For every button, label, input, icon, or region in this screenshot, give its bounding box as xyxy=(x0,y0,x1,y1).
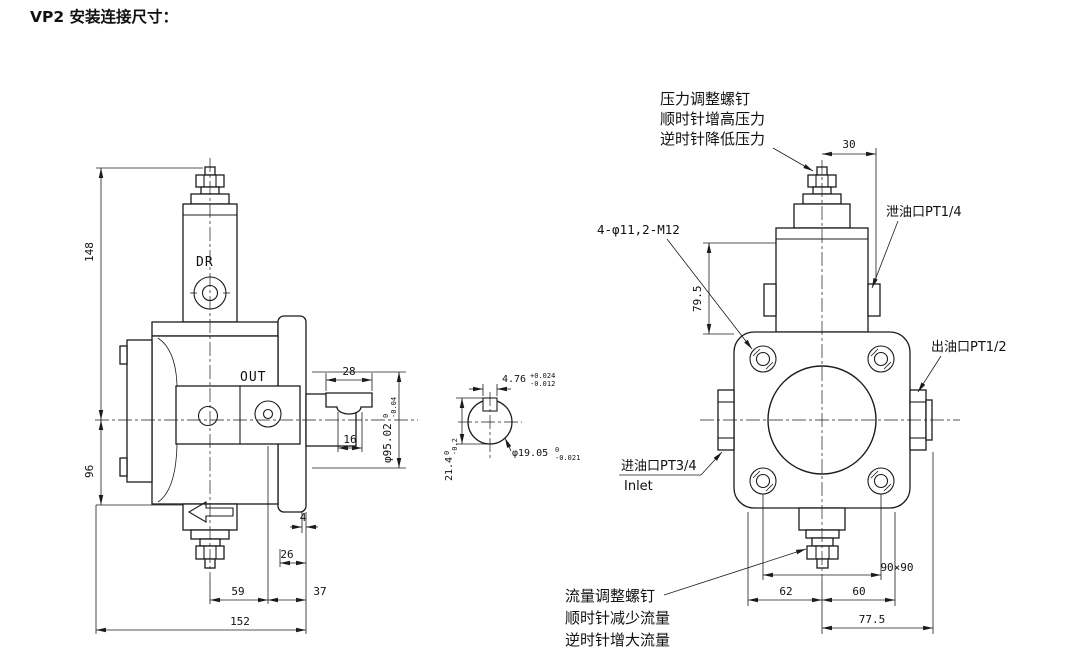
dim-shaft-dia-label: φ19.05 xyxy=(512,448,548,459)
dim-shaft-diameter: φ19.05 0 -0.021 xyxy=(504,437,580,462)
pilot-circle xyxy=(767,365,877,475)
dim-shaft-tol-upper: 0 xyxy=(555,446,559,454)
front-view: 30 79.5 90×90 62 60 77.5 压力 xyxy=(565,90,1007,649)
dim-4: 4 xyxy=(290,511,318,533)
dim-30: 30 xyxy=(822,138,877,282)
dim-key-height-tol-lower: -0.2 xyxy=(451,438,459,455)
dim-96-label: 96 xyxy=(83,465,96,478)
page-title: VP2 安装连接尺寸： xyxy=(30,7,178,26)
dim-59-37-152: 59 37 152 xyxy=(95,446,327,634)
bolt-hole-top-left xyxy=(749,345,777,373)
side-label-dr: DR xyxy=(196,255,214,270)
dim-148-96: 148 96 xyxy=(83,167,203,506)
dim-59-label: 59 xyxy=(231,585,244,598)
dim-77-5-label: 77.5 xyxy=(859,613,886,626)
callout-pressure-screw: 压力调整螺钉 顺时针增高压力 逆时针降低压力 xyxy=(660,90,814,172)
callout-drain-port: 泄油口PT1/4 xyxy=(871,205,962,289)
callout-pressure-line2: 顺时针增高压力 xyxy=(660,110,765,128)
dim-shaft-tol-lower: -0.021 xyxy=(555,454,580,462)
callout-flow-line3: 逆时针增大流量 xyxy=(565,631,670,649)
dim-pilot-diameter: φ95.02 0 -0.04 xyxy=(312,371,406,469)
dim-key-tol-upper: +0.024 xyxy=(530,372,555,380)
shaft-detail: 4.76 +0.024 -0.012 φ19.05 0 -0.021 21.4 … xyxy=(443,372,580,481)
front-view-details xyxy=(718,175,926,559)
callout-inlet-port: 进油口PT3/4 Inlet xyxy=(619,451,723,494)
front-view-body xyxy=(717,166,933,569)
side-view-body xyxy=(119,166,373,569)
dim-62-60-77-5: 62 60 77.5 xyxy=(747,452,934,634)
dim-79-5-label: 79.5 xyxy=(691,286,704,313)
callout-inlet-en-label: Inlet xyxy=(624,479,653,494)
drain-boss xyxy=(867,283,881,317)
side-label-out: OUT xyxy=(240,370,266,385)
callout-outlet-port: 出油口PT1/2 xyxy=(917,340,1007,393)
dim-26: 26 xyxy=(279,548,306,567)
dim-16: 16 xyxy=(337,412,363,452)
dim-pilot-tol-lower: -0.04 xyxy=(390,397,398,418)
dim-90x90-label: 90×90 xyxy=(880,561,913,574)
out-port-circle xyxy=(197,405,219,427)
dim-62-label: 62 xyxy=(779,585,792,598)
callout-pressure-line1: 压力调整螺钉 xyxy=(660,90,750,108)
callout-flow-line2: 顺时针减少流量 xyxy=(565,609,670,627)
flow-direction-arrow xyxy=(187,501,234,523)
callout-flow-line1: 流量调整螺钉 xyxy=(565,587,655,605)
dim-key-label: 4.76 xyxy=(502,374,526,385)
dim-26-label: 26 xyxy=(280,548,293,561)
callout-drain-label: 泄油口PT1/4 xyxy=(886,205,962,220)
dim-28: 28 xyxy=(325,365,373,391)
dim-4-label: 4 xyxy=(300,511,307,524)
dim-pilot-tol-upper: 0 xyxy=(382,414,390,418)
dim-pilot-label: φ95.02 xyxy=(381,423,394,463)
callout-bolts-label: 4-φ11,2-M12 xyxy=(597,222,680,237)
callout-outlet-label: 出油口PT1/2 xyxy=(931,340,1007,355)
shaft-key-tab xyxy=(325,392,373,415)
dim-key-tol-lower: -0.012 xyxy=(530,380,555,388)
dim-16-label: 16 xyxy=(343,433,356,446)
dim-37-label: 37 xyxy=(313,585,326,598)
dim-30-label: 30 xyxy=(842,138,855,151)
side-view-details xyxy=(157,175,282,559)
dim-key-height-tol-upper: 0 xyxy=(443,451,451,455)
dim-152-label: 152 xyxy=(230,615,250,628)
dim-148-label: 148 xyxy=(83,242,96,262)
dim-28-label: 28 xyxy=(342,365,355,378)
bolt-hole-top-right xyxy=(867,345,895,373)
callout-inlet-label: 进油口PT3/4 xyxy=(621,459,697,474)
side-view: DR OUT 148 96 28 16 φ95.0 xyxy=(83,158,418,634)
dim-90x90: 90×90 xyxy=(762,494,914,580)
callout-pressure-line3: 逆时针降低压力 xyxy=(660,130,765,148)
dim-key-height-label: 21.4 xyxy=(444,457,455,481)
dim-60-label: 60 xyxy=(852,585,865,598)
dim-79-5: 79.5 xyxy=(691,242,776,335)
dim-key-height: 21.4 0 -0.2 xyxy=(443,397,490,481)
callout-bolt-holes: 4-φ11,2-M12 xyxy=(597,222,753,350)
dim-key-width: 4.76 +0.024 -0.012 xyxy=(469,372,555,396)
callout-flow-screw: 流量调整螺钉 顺时针减少流量 逆时针增大流量 xyxy=(565,548,807,649)
